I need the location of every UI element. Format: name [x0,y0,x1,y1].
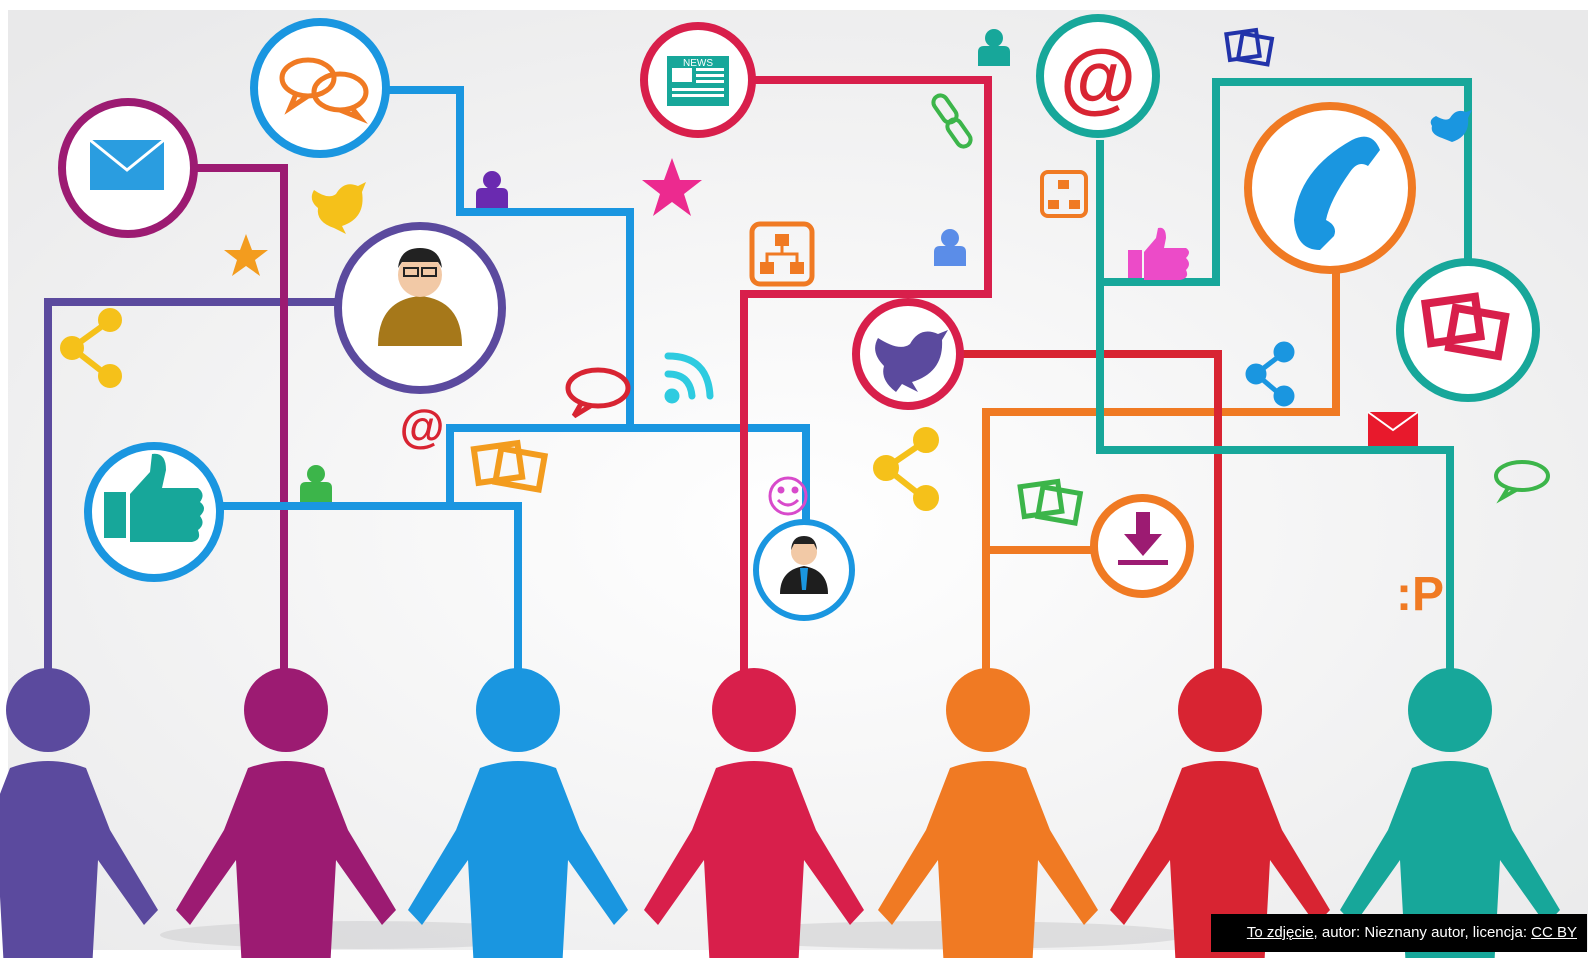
envelope-icon [89,138,165,190]
rss-icon [664,352,714,404]
picture-icon [470,439,549,494]
badge-download [1090,494,1194,598]
badge-news: NEWS [640,22,756,138]
badge-bird [852,298,964,410]
download-icon [1118,512,1168,565]
at-icon: @ [400,400,445,452]
share-icon [1245,341,1295,407]
star-icon [224,234,268,276]
speech-bubbles-icon [279,57,369,124]
picture-icon [1017,478,1084,526]
attribution-text: , autor: Nieznany autor, licencja: [1313,924,1532,941]
avatar-businessman [753,519,855,621]
speech-bubble-icon [1494,460,1550,504]
share-icon [873,427,939,511]
link-icon [931,93,973,149]
attribution-caption: To zdjęcie, autor: Nieznany autor, licen… [1211,914,1587,952]
star-icon [642,158,702,216]
news-label: NEWS [683,58,713,69]
scattered-icons: @ [60,27,1550,621]
badge-envelope [58,98,198,238]
smiley-icon [768,476,808,516]
badge-pictures [1396,258,1540,402]
picture-icon [1420,292,1510,361]
bird-icon [1430,110,1472,142]
phone-icon [1294,136,1380,250]
badge-at: @ [1036,14,1160,138]
org-chart-icon [749,221,815,287]
picture-icon [1224,27,1275,67]
thumbs-up-icon [104,453,204,542]
thumbs-up-icon [1128,227,1189,280]
license-link[interactable]: CC BY [1531,924,1577,941]
bird-icon [875,330,948,392]
share-icon [60,308,122,388]
avatar-man-glasses [334,222,506,394]
org-chart-icon [1040,170,1088,218]
photo-link[interactable]: To zdjęcie [1246,924,1314,941]
badge-speech-bubbles [250,18,390,158]
speech-bubble-icon [565,367,631,419]
news-icon: NEWS [667,56,729,106]
badge-phone [1244,102,1416,274]
envelope-icon [1367,411,1419,446]
at-icon: @ [1060,33,1136,121]
badge-thumbs-up [84,442,224,582]
tongue-emoticon-icon: :P [1396,568,1444,621]
bird-icon [311,182,366,234]
